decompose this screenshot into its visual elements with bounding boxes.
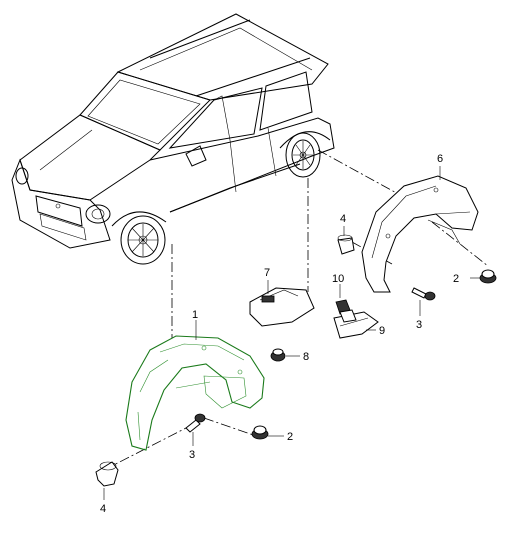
callout-leaders [103,166,480,500]
callout-numbers: 1 2 2 3 3 4 4 6 7 8 9 10 [100,153,459,515]
callout-1: 1 [192,309,198,321]
rivet-4-rear[interactable] [337,234,355,255]
callout-10: 10 [332,273,344,285]
callout-3-rear: 3 [416,319,422,331]
nut-2-front[interactable] [251,425,269,440]
rivet-4-front[interactable] [95,461,119,487]
callout-9: 9 [379,325,385,337]
screw-3-front[interactable] [185,413,206,433]
clip-10[interactable] [335,299,357,323]
callout-2-rear: 2 [453,273,459,285]
vehicle-illustration [11,13,335,265]
callout-7: 7 [264,267,270,279]
rear-wheel-liner[interactable] [361,175,479,293]
callout-3-front: 3 [189,449,195,461]
bracket-7[interactable] [249,287,315,327]
callout-4-rear: 4 [340,213,346,225]
callout-2-front: 2 [287,431,293,443]
mud-flap-9[interactable] [333,311,379,339]
front-wheel-liner[interactable] [125,335,265,451]
nut-2-rear[interactable] [479,269,497,284]
screw-8[interactable] [270,348,286,362]
callout-6: 6 [437,153,443,165]
callout-8: 8 [303,351,309,363]
callout-4-front: 4 [100,503,106,515]
leader-lines [103,149,489,471]
screw-3-rear[interactable] [411,287,436,301]
